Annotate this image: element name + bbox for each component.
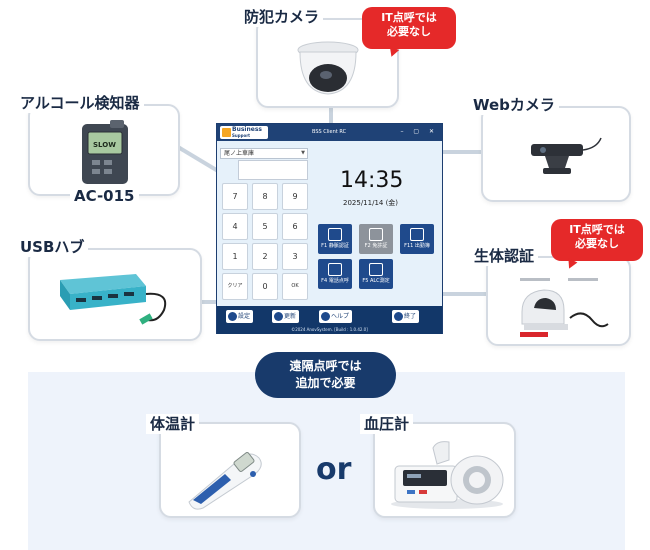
biometric-box: [486, 256, 631, 346]
clock-time: 14:35: [340, 168, 404, 193]
alcohol-display-text: SLOW: [93, 141, 116, 149]
f2-license-button[interactable]: F2 免許証: [359, 224, 393, 254]
remote-note-line-2: 追加で必要: [295, 376, 356, 390]
thermometer-icon: [188, 452, 262, 510]
app-footer: ©2024 AnovSystem. [Build : 1.0.42.0]: [217, 326, 442, 334]
exit-label: 終了: [404, 313, 417, 320]
key-2[interactable]: 2: [252, 243, 278, 270]
connector-biometric: [443, 292, 487, 296]
blood-pressure-monitor-icon: [391, 441, 504, 509]
webcam-icon: [531, 137, 602, 174]
connector-camera: [329, 106, 333, 124]
chevron-down-icon: ▼: [301, 150, 305, 156]
alcohol-model: AC-015: [70, 186, 139, 206]
camera-bubble-line-2: 必要なし: [387, 25, 431, 38]
alcohol-label: アルコール検知器: [16, 93, 144, 113]
help-label: ヘルプ: [331, 313, 350, 320]
refresh-icon: [274, 312, 283, 321]
biometric-bubble: IT点呼では 必要なし: [551, 219, 643, 261]
or-label: or: [316, 452, 352, 487]
key-8[interactable]: 8: [252, 183, 278, 210]
vein-scanner-icon: [520, 278, 609, 337]
connector-usb: [200, 300, 217, 304]
camera-bubble: IT点呼では 必要なし: [362, 7, 456, 49]
app-window-title: BSS Client RC: [312, 129, 347, 135]
help-button[interactable]: ヘルプ: [319, 310, 353, 323]
thermometer-box: [159, 422, 301, 518]
settings-label: 設定: [238, 313, 251, 320]
f4-phone-rollcall-button[interactable]: F4 電話点呼: [318, 259, 352, 289]
usb-hub-icon: [60, 274, 167, 325]
f11-attendance-button[interactable]: F11 出勤簿: [400, 224, 434, 254]
app-toolbar: 設定 更新 ヘルプ 終了: [217, 306, 442, 326]
code-input[interactable]: [238, 160, 308, 180]
exit-button[interactable]: 終了: [392, 310, 420, 323]
camera-bubble-line-1: IT点呼では: [381, 11, 437, 24]
blood-pressure-box: [373, 422, 516, 518]
biometric-label: 生体認証: [470, 246, 539, 266]
remote-note-pill: 遠隔点呼では 追加で必要: [255, 352, 396, 398]
clock-date: 2025/11/14 (金): [343, 199, 399, 207]
security-camera-icon: [297, 41, 359, 95]
window-controls[interactable]: – ▢ ✕: [400, 128, 438, 135]
help-icon: [321, 312, 330, 321]
key-0[interactable]: 0: [252, 273, 278, 300]
usb-hub-box: [28, 248, 202, 341]
f1-label: F1 静脈認証: [321, 243, 349, 249]
f2-label: F2 免許証: [364, 243, 388, 249]
office-select[interactable]: 尾ノ上車庫 ▼: [220, 148, 308, 159]
app-titlebar: Business Support System BSS Client RC – …: [217, 124, 442, 144]
webcam-box: [481, 106, 631, 202]
key-1[interactable]: 1: [222, 243, 248, 270]
gear-icon: [228, 312, 237, 321]
document-icon: [410, 228, 424, 241]
key-9[interactable]: 9: [282, 183, 308, 210]
key-ok[interactable]: OK: [282, 273, 308, 300]
app-logo: Business Support System: [220, 126, 268, 144]
remote-roll-call-panel: [28, 372, 625, 550]
remote-note-line-1: 遠隔点呼では: [289, 359, 362, 373]
biometric-bubble-line-2: 必要なし: [575, 237, 619, 250]
key-3[interactable]: 3: [282, 243, 308, 270]
app-logo-line-1: Business: [232, 126, 262, 133]
thermometer-label: 体温計: [146, 414, 200, 434]
f11-label: F11 出勤簿: [404, 243, 430, 249]
f5-alc-measure-button[interactable]: F5 ALC測定: [359, 259, 393, 289]
camera-label: 防犯カメラ: [240, 7, 324, 27]
key-4[interactable]: 4: [222, 213, 248, 240]
hand-icon: [328, 228, 342, 241]
alcohol-detector-icon: [82, 120, 128, 184]
close-icon: [394, 312, 403, 321]
biometric-bubble-line-1: IT点呼では: [569, 223, 625, 236]
connector-webcam: [443, 150, 483, 154]
key-6[interactable]: 6: [282, 213, 308, 240]
logo-mark-icon: [222, 128, 231, 137]
key-5[interactable]: 5: [252, 213, 278, 240]
f5-label: F5 ALC測定: [362, 278, 390, 284]
phone-icon: [328, 263, 342, 276]
update-label: 更新: [284, 313, 297, 320]
app-body: 尾ノ上車庫 ▼ 7 8 9 4 5 6 1 2 3 クリア 0 OK 14:35…: [217, 141, 442, 306]
connector-alcohol: [176, 145, 220, 173]
settings-button[interactable]: 設定: [226, 310, 254, 323]
key-7[interactable]: 7: [222, 183, 248, 210]
key-clear[interactable]: クリア: [222, 273, 248, 300]
app-window: Business Support System BSS Client RC – …: [216, 123, 443, 334]
usb-hub-label: USBハブ: [16, 237, 89, 257]
office-select-value: 尾ノ上車庫: [224, 150, 255, 157]
f4-label: F4 電話点呼: [321, 278, 349, 284]
alcohol-box: SLOW: [28, 104, 180, 196]
f1-vein-auth-button[interactable]: F1 静脈認証: [318, 224, 352, 254]
blood-pressure-label: 血圧計: [360, 414, 414, 434]
update-button[interactable]: 更新: [272, 310, 300, 323]
mug-icon: [369, 263, 383, 276]
webcam-label: Webカメラ: [469, 95, 559, 115]
id-card-icon: [369, 228, 383, 241]
